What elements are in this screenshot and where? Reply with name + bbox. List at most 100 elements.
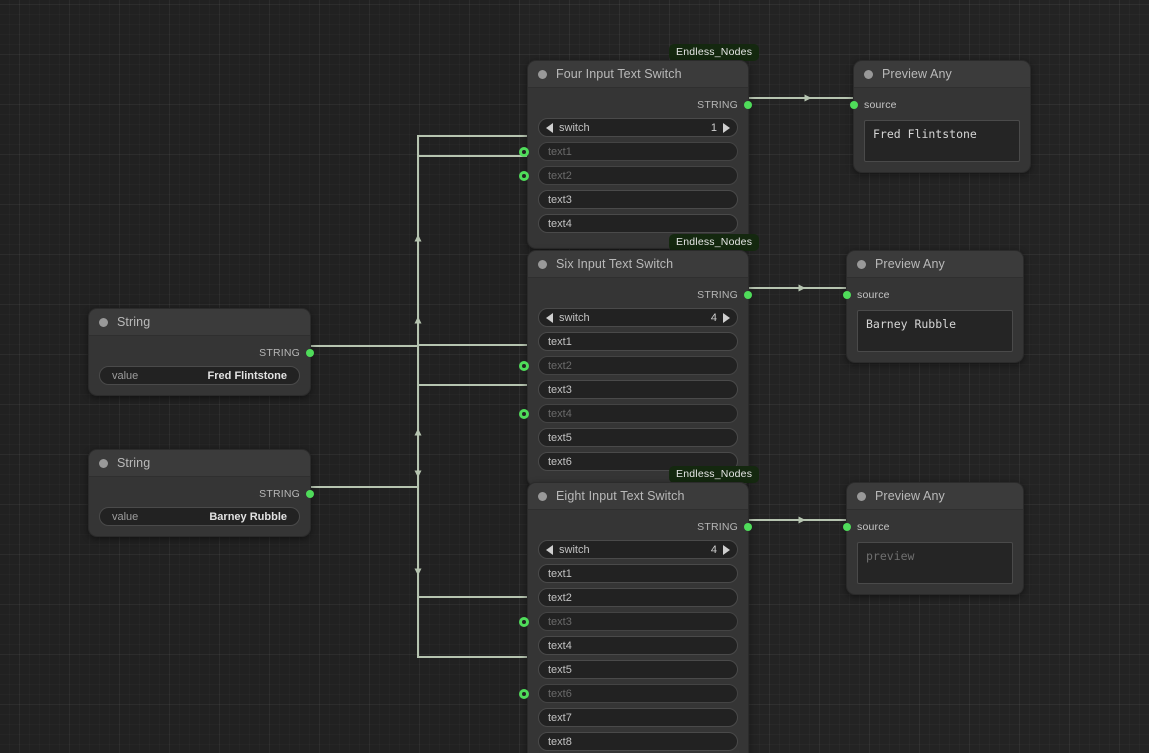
value-field[interactable]: value Barney Rubble bbox=[99, 507, 300, 526]
value-field-value: Fred Flintstone bbox=[207, 369, 287, 382]
collapse-dot-icon[interactable] bbox=[857, 491, 866, 501]
input-field-label: text5 bbox=[548, 431, 572, 444]
node-preview-any-1[interactable]: Preview Any source Fred Flintstone bbox=[850, 60, 1031, 173]
preview-text-box: preview bbox=[857, 542, 1013, 584]
stepper-right-arrow-icon[interactable] bbox=[723, 122, 730, 133]
input-field-label: text6 bbox=[548, 455, 572, 468]
collapse-dot-icon[interactable] bbox=[864, 69, 873, 79]
package-badge-six: Endless_Nodes bbox=[669, 234, 760, 251]
node-title-bar[interactable]: Six Input Text Switch bbox=[528, 251, 748, 278]
stepper-left-arrow-icon[interactable] bbox=[546, 122, 553, 133]
input-port-row: source bbox=[843, 519, 1013, 535]
input-field-text5[interactable]: text5 bbox=[538, 660, 738, 679]
input-field-text2[interactable]: text2 bbox=[538, 166, 738, 185]
node-body: STRING switch 1 text1 text2 bbox=[519, 88, 752, 248]
node-title-bar[interactable]: String bbox=[89, 309, 310, 336]
input-field-text4[interactable]: text4 bbox=[538, 214, 738, 233]
input-port-text3[interactable] bbox=[519, 616, 529, 627]
node-string-1[interactable]: String STRING value Fred Flintstone bbox=[88, 308, 314, 396]
input-port-source[interactable] bbox=[850, 101, 858, 109]
node-body: STRING switch 4 text1 text2 bbox=[519, 278, 752, 486]
stepper-left-arrow-icon[interactable] bbox=[546, 312, 553, 323]
node-preview-any-2[interactable]: Preview Any source Barney Rubble bbox=[843, 250, 1024, 363]
input-port-text4[interactable] bbox=[519, 408, 529, 419]
input-port-text6[interactable] bbox=[519, 688, 529, 699]
input-field-text1[interactable]: text1 bbox=[538, 564, 738, 583]
node-title-bar[interactable]: Four Input Text Switch bbox=[528, 61, 748, 88]
input-field-label: text3 bbox=[548, 383, 572, 396]
input-field-label: text3 bbox=[548, 193, 572, 206]
input-field-label: text7 bbox=[548, 711, 572, 724]
collapse-dot-icon[interactable] bbox=[857, 259, 866, 269]
wire-string2-six-text4 bbox=[417, 384, 533, 487]
node-title-label: Preview Any bbox=[875, 489, 945, 503]
node-body: source Barney Rubble bbox=[843, 278, 1023, 362]
input-port-label: source bbox=[864, 99, 897, 111]
input-field-label: text1 bbox=[548, 335, 572, 348]
switch-stepper-label: switch bbox=[559, 311, 590, 324]
wire-string2-eight-text6 bbox=[417, 487, 533, 658]
collapse-dot-icon[interactable] bbox=[538, 69, 547, 79]
switch-stepper[interactable]: switch 1 bbox=[538, 118, 738, 137]
input-field-text5[interactable]: text5 bbox=[538, 428, 738, 447]
input-field-text7[interactable]: text7 bbox=[538, 708, 738, 727]
output-port-dot[interactable] bbox=[744, 291, 752, 299]
package-badge-four: Endless_Nodes bbox=[669, 44, 760, 61]
node-eight-input-text-switch[interactable]: Eight Input Text Switch STRING switch 4 … bbox=[519, 482, 752, 753]
stepper-left-arrow-icon[interactable] bbox=[546, 544, 553, 555]
output-port-dot[interactable] bbox=[744, 101, 752, 109]
input-port-source[interactable] bbox=[843, 523, 851, 531]
node-title-bar[interactable]: String bbox=[89, 450, 310, 477]
stepper-right-arrow-icon[interactable] bbox=[723, 544, 730, 555]
input-field-text6[interactable]: text6 bbox=[538, 684, 738, 703]
switch-stepper[interactable]: switch 4 bbox=[538, 308, 738, 327]
node-title-bar[interactable]: Eight Input Text Switch bbox=[528, 483, 748, 510]
switch-stepper-value: 4 bbox=[710, 311, 717, 324]
input-field-text2[interactable]: text2 bbox=[538, 588, 738, 607]
node-string-2[interactable]: String STRING value Barney Rubble bbox=[88, 449, 314, 537]
output-type-label: STRING bbox=[259, 347, 300, 359]
input-field-text4[interactable]: text4 bbox=[538, 636, 738, 655]
input-port-text2[interactable] bbox=[519, 360, 529, 371]
collapse-dot-icon[interactable] bbox=[99, 458, 108, 468]
switch-stepper[interactable]: switch 4 bbox=[538, 540, 738, 559]
input-port-text2[interactable] bbox=[519, 170, 529, 181]
node-title-label: Preview Any bbox=[882, 67, 952, 81]
stepper-right-arrow-icon[interactable] bbox=[723, 312, 730, 323]
node-body: STRING value Barney Rubble bbox=[89, 477, 314, 536]
input-field-text1[interactable]: text1 bbox=[538, 142, 738, 161]
output-port-dot[interactable] bbox=[306, 490, 314, 498]
wire-string2-four-text2 bbox=[417, 155, 533, 487]
node-title-label: Four Input Text Switch bbox=[556, 67, 682, 81]
collapse-dot-icon[interactable] bbox=[538, 491, 547, 501]
node-six-input-text-switch[interactable]: Six Input Text Switch STRING switch 4 te… bbox=[519, 250, 752, 487]
input-field-text4[interactable]: text4 bbox=[538, 404, 738, 423]
input-field-text2[interactable]: text2 bbox=[538, 356, 738, 375]
node-title-bar[interactable]: Preview Any bbox=[847, 251, 1023, 278]
value-field[interactable]: value Fred Flintstone bbox=[99, 366, 300, 385]
switch-stepper-value: 4 bbox=[710, 543, 717, 556]
preview-text-box: Fred Flintstone bbox=[864, 120, 1020, 162]
input-field-text3[interactable]: text3 bbox=[538, 380, 738, 399]
package-badge-eight: Endless_Nodes bbox=[669, 466, 760, 483]
value-field-label: value bbox=[112, 369, 139, 382]
output-port-dot[interactable] bbox=[744, 523, 752, 531]
input-port-text1[interactable] bbox=[519, 146, 529, 157]
input-port-label: source bbox=[857, 289, 890, 301]
node-preview-any-3[interactable]: Preview Any source preview bbox=[843, 482, 1024, 595]
node-four-input-text-switch[interactable]: Four Input Text Switch STRING switch 1 t… bbox=[519, 60, 752, 249]
collapse-dot-icon[interactable] bbox=[99, 317, 108, 327]
input-port-source[interactable] bbox=[843, 291, 851, 299]
input-port-row: source bbox=[850, 97, 1020, 113]
output-type-label: STRING bbox=[259, 488, 300, 500]
node-title-label: String bbox=[117, 456, 151, 470]
input-field-text8[interactable]: text8 bbox=[538, 732, 738, 751]
input-field-text3[interactable]: text3 bbox=[538, 612, 738, 631]
output-port-dot[interactable] bbox=[306, 349, 314, 357]
collapse-dot-icon[interactable] bbox=[538, 259, 547, 269]
input-field-text3[interactable]: text3 bbox=[538, 190, 738, 209]
node-title-bar[interactable]: Preview Any bbox=[854, 61, 1030, 88]
node-title-bar[interactable]: Preview Any bbox=[847, 483, 1023, 510]
input-field-text1[interactable]: text1 bbox=[538, 332, 738, 351]
